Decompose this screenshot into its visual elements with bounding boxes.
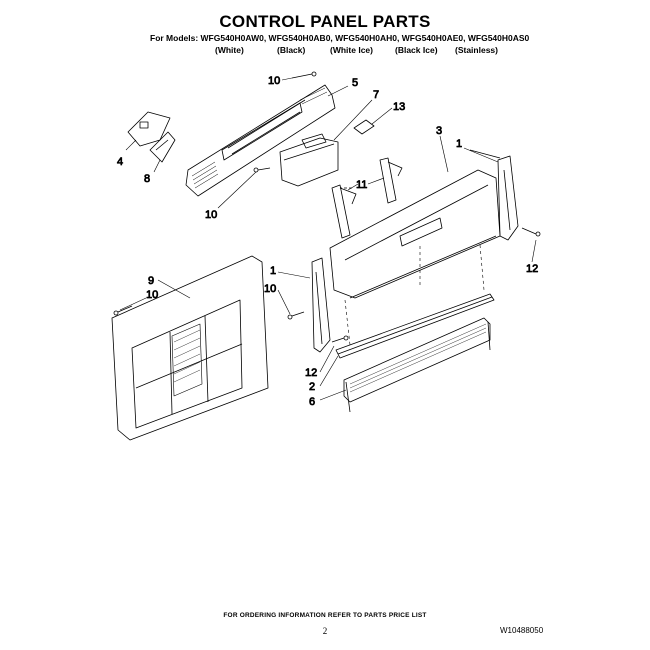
callout-12-right: 12	[526, 263, 538, 275]
leader-lines	[119, 77, 537, 401]
part-1-endcap-left	[311, 257, 331, 353]
color-stainless: (Stainless)	[455, 45, 498, 55]
callout-6: 6	[309, 396, 315, 408]
callout-10-mid: 10	[205, 209, 217, 221]
page-number: 2	[322, 626, 328, 636]
callout-1-left: 1	[270, 265, 276, 277]
part-10-screw-mid	[253, 167, 271, 173]
models-line: For Models: WFG540H0AW0, WFG540H0AB0, WF…	[150, 33, 530, 43]
model-colors: (White) (Black) (White Ice) (Black Ice) …	[150, 45, 570, 57]
part-10-screw-left	[113, 305, 133, 316]
part-7-interface-module	[279, 133, 339, 187]
callout-10-left: 10	[146, 289, 158, 301]
callout-10-center: 10	[264, 283, 276, 295]
page-title: CONTROL PANEL PARTS	[219, 12, 431, 31]
callout-9: 9	[148, 275, 154, 287]
callout-2: 2	[309, 381, 315, 393]
part-8-bracket	[149, 131, 176, 163]
part-12-screw-center	[331, 335, 349, 343]
part-12-screw-right	[521, 227, 541, 237]
part-6-vent	[343, 317, 491, 413]
callout-7: 7	[373, 89, 379, 101]
ordering-note: FOR ORDERING INFORMATION REFER TO PARTS …	[223, 612, 427, 619]
callout-12-center: 12	[305, 367, 317, 379]
callout-10-top: 10	[268, 75, 280, 87]
part-5-backplate	[185, 84, 336, 197]
assembly-guides	[344, 244, 485, 346]
part-9-rear-panel	[111, 255, 269, 441]
callout-1-right: 1	[456, 138, 462, 150]
part-1-endcap-right	[469, 149, 519, 241]
part-11-brackets	[331, 157, 403, 239]
callout-5: 5	[352, 77, 358, 89]
callout-13: 13	[393, 101, 405, 113]
callout-11: 11	[356, 179, 367, 191]
part-10-screw-center	[287, 311, 305, 320]
part-13-clip	[353, 119, 375, 135]
callout-3: 3	[436, 125, 442, 137]
color-white-ice: (White Ice)	[330, 45, 373, 55]
color-black: (Black)	[277, 45, 306, 55]
callout-8: 8	[144, 173, 150, 185]
part-4-control-board	[127, 111, 171, 147]
part-2-trim	[335, 293, 495, 359]
document-code: W10488050	[500, 626, 544, 635]
color-black-ice: (Black Ice)	[395, 45, 438, 55]
color-white: (White)	[215, 45, 244, 55]
callout-4: 4	[117, 156, 123, 168]
part-10-screw-top	[291, 71, 317, 79]
